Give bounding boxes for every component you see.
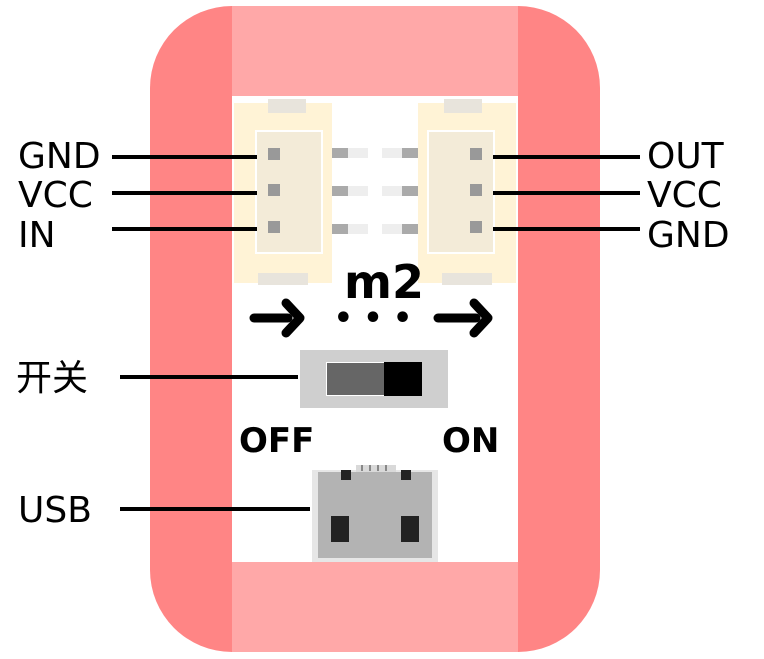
right-pin-label-out: OUT <box>647 136 725 177</box>
right-pin-label-gnd: GND <box>647 215 730 256</box>
module-name: m2 <box>344 255 424 309</box>
power-switch[interactable] <box>300 350 448 408</box>
usb-label: USB <box>18 490 92 531</box>
frame-band-top <box>232 6 518 96</box>
pin-traces <box>332 148 418 234</box>
right-pin-lines <box>493 155 640 231</box>
switch-label: 开关 <box>16 358 88 399</box>
left-pin-label-vcc: VCC <box>18 175 93 216</box>
usb-port <box>312 465 438 562</box>
signal-flow-dots: • • • <box>334 301 412 336</box>
right-pin-label-vcc: VCC <box>647 175 722 216</box>
left-pin-lines <box>112 155 257 231</box>
switch-knob[interactable] <box>384 362 422 396</box>
signal-flow-left-arrow-icon <box>249 298 305 338</box>
left-pin-label-gnd: GND <box>18 136 101 177</box>
switch-off-label: OFF <box>239 421 314 461</box>
frame-band-bottom <box>232 562 518 652</box>
left-pin-label-in: IN <box>18 215 56 256</box>
signal-flow-right-arrow-icon <box>433 298 493 338</box>
switch-on-label: ON <box>442 421 499 461</box>
